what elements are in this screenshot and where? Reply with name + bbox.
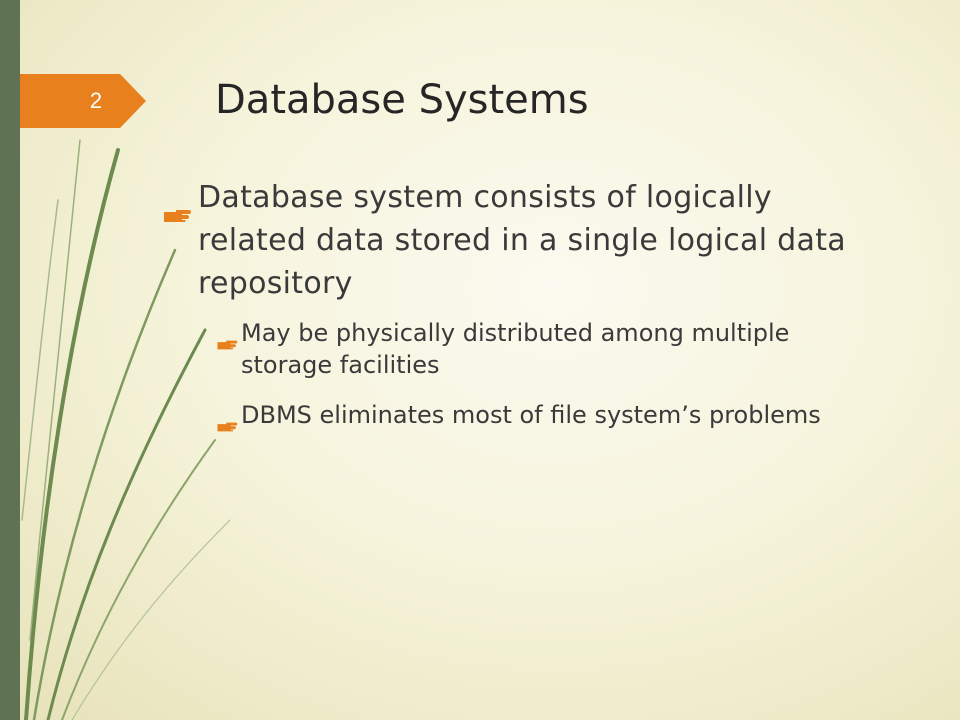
left-sidebar-bar bbox=[0, 0, 20, 720]
sub-bullet-item: May be physically distributed among mult… bbox=[216, 317, 882, 381]
bullet-text: Database system consists of logically re… bbox=[198, 180, 846, 301]
sub-bullet-list: May be physically distributed among mult… bbox=[216, 317, 882, 432]
slide-content: Database system consists of logically re… bbox=[162, 176, 882, 449]
sub-bullet-text: May be physically distributed among mult… bbox=[241, 319, 790, 379]
slide-number-tab bbox=[20, 74, 146, 128]
pointing-hand-icon bbox=[216, 409, 238, 441]
slide-number: 2 bbox=[89, 88, 103, 113]
pointing-hand-icon bbox=[216, 327, 238, 359]
slide-title: Database Systems bbox=[215, 77, 589, 123]
sub-bullet-item: DBMS eliminates most of file system’s pr… bbox=[216, 399, 882, 432]
pointing-hand-icon bbox=[162, 192, 192, 235]
sub-bullet-text: DBMS eliminates most of file system’s pr… bbox=[241, 401, 821, 429]
bullet-item: Database system consists of logically re… bbox=[162, 176, 882, 305]
